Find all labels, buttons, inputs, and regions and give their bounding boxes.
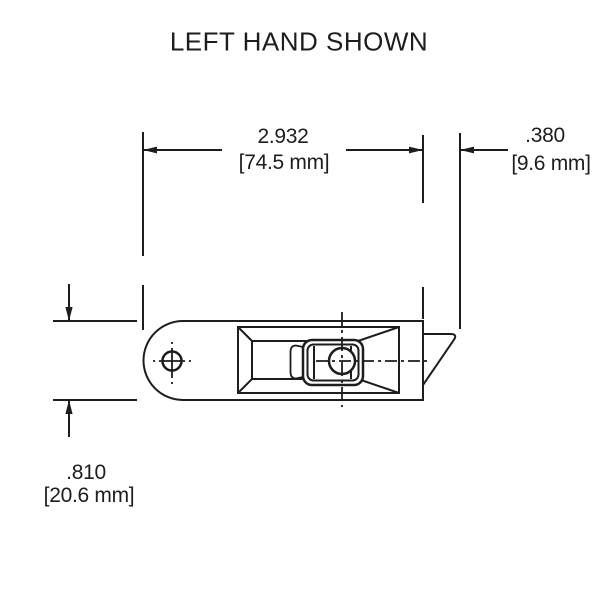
dim-width-inches: 2.932 xyxy=(257,125,309,148)
drawing-title: LEFT HAND SHOWN xyxy=(169,26,429,57)
dim-height-inches: .810 xyxy=(66,461,106,484)
latch-tab xyxy=(422,332,457,386)
dim-height-arrow-up xyxy=(65,400,73,414)
recess-chamfer-bottom-right xyxy=(357,378,400,394)
dim-height-metric: [20.6 mm] xyxy=(43,484,135,507)
dim-width xyxy=(142,132,424,330)
recess-chamfer-top-right xyxy=(357,326,400,342)
mounting-hole xyxy=(153,342,191,384)
dim-tab-inches: .380 xyxy=(525,124,565,147)
dim-height xyxy=(53,284,137,437)
slider-button xyxy=(289,338,365,387)
retainer-clip xyxy=(289,344,304,380)
dim-tab-arrow-left xyxy=(460,146,474,154)
dim-width-arrow-left xyxy=(143,146,157,154)
recess-chamfer-bottom-left xyxy=(237,378,253,394)
dim-height-arrow-down xyxy=(65,307,73,321)
dim-width-metric: [74.5 mm] xyxy=(238,151,330,174)
recess-outer-rect xyxy=(237,326,400,394)
dim-width-arrow-right xyxy=(409,146,423,154)
recess-chamfer-top-left xyxy=(237,326,253,342)
button-inner xyxy=(306,343,360,382)
centerlines xyxy=(316,312,430,407)
dim-tab-metric: [9.6 mm] xyxy=(511,152,591,175)
dim-tab xyxy=(459,133,508,329)
